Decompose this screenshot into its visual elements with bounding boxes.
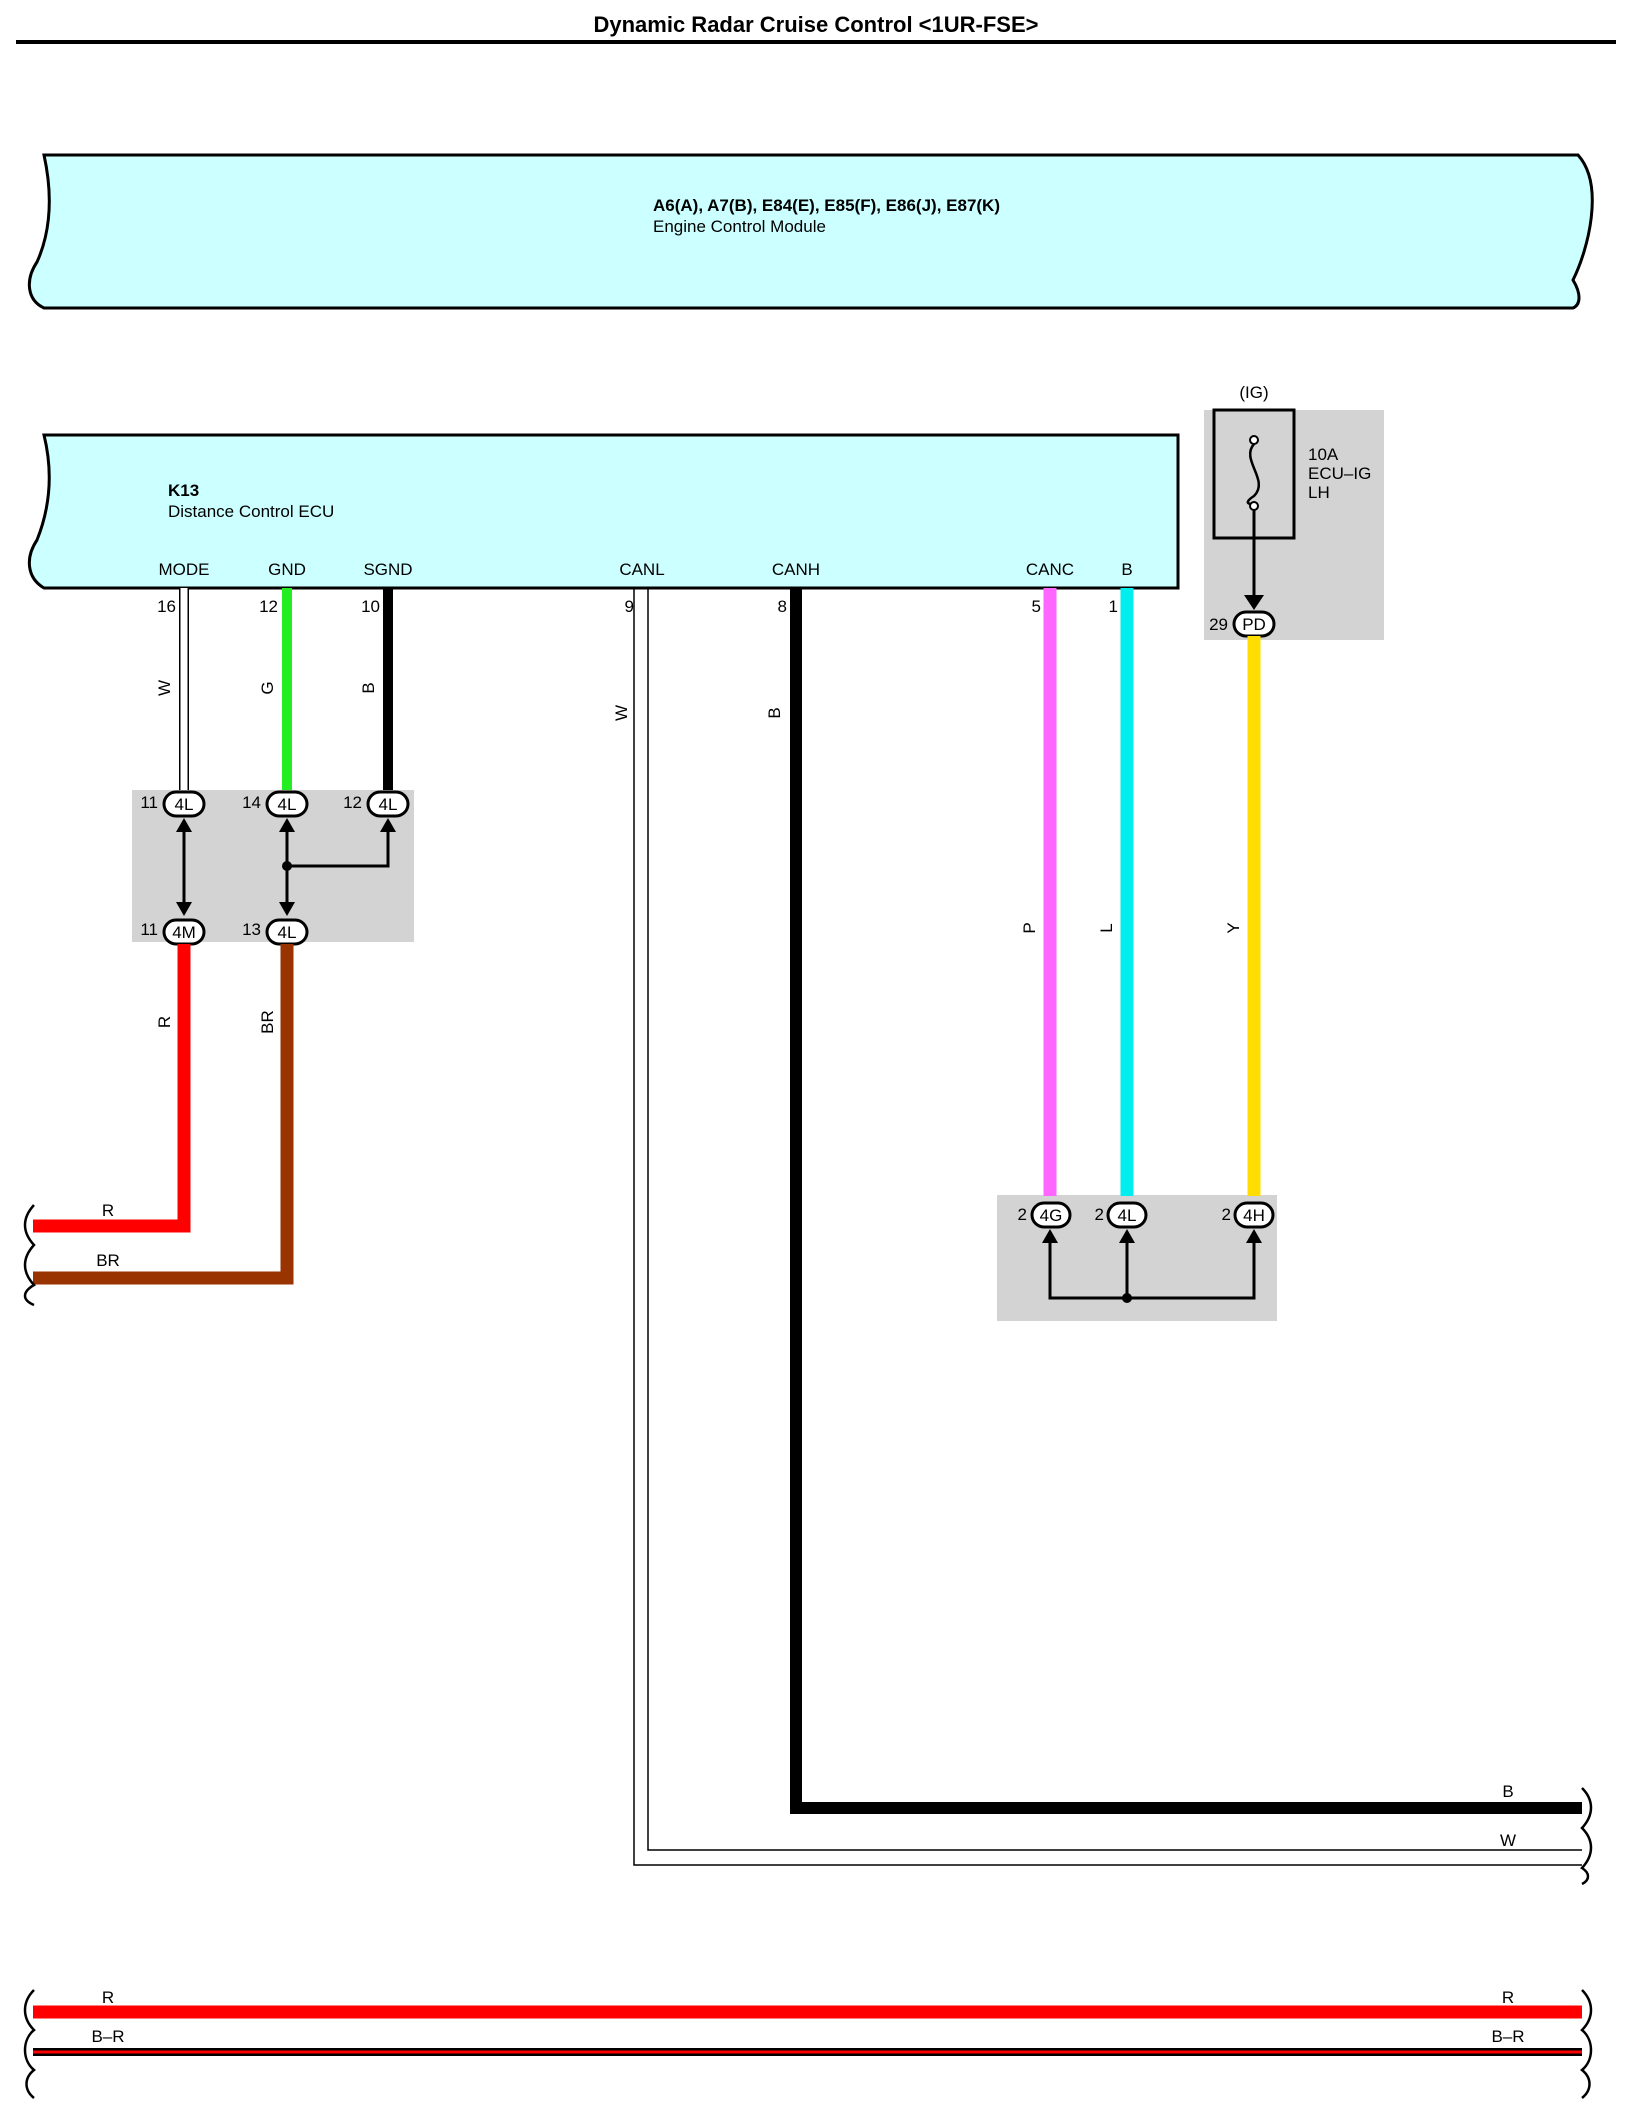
jl-top-pin-1: 11 — [140, 793, 158, 812]
jr-conn-2 — [1106, 1201, 1148, 1229]
wire-canh-color: B — [765, 707, 784, 718]
wire-canh — [790, 588, 1582, 1814]
wire-r-left-color: R — [155, 1016, 174, 1028]
bus-r-label-right: R — [1502, 1988, 1514, 2007]
arrow-down-icon — [279, 902, 295, 916]
right-exit-w-label: W — [1500, 1831, 1516, 1850]
wire-b-color: L — [1097, 923, 1116, 932]
left-exit-r-label: R — [102, 1201, 114, 1220]
arrow-up-icon — [1119, 1229, 1135, 1243]
ecu-module — [27, 433, 1180, 590]
ecm-module — [27, 153, 1594, 310]
jl-top-pin-3: 12 — [343, 793, 362, 812]
jr-conn-3-label: 4H — [1243, 1206, 1265, 1225]
fuse-arrow-icon — [1244, 595, 1264, 610]
pin-1: 1 — [1109, 597, 1118, 616]
bus-br-label-left: B–R — [91, 2027, 124, 2046]
arrow-up-icon — [380, 818, 396, 832]
pin-16: 16 — [157, 597, 176, 616]
connector-pd-label: PD — [1242, 615, 1266, 634]
fuse-name-1: ECU–IG — [1308, 464, 1371, 483]
fuse-pin: 29 — [1209, 615, 1228, 634]
jr-pin-2: 2 — [1095, 1205, 1104, 1224]
arrow-up-icon — [176, 818, 192, 832]
splice-point — [1122, 1293, 1132, 1303]
jl-top-conn-3-label: 4L — [379, 795, 398, 814]
break-mark-icon — [1580, 1787, 1593, 1886]
bus-br-label-right: B–R — [1491, 2027, 1524, 2046]
arrow-down-icon — [176, 902, 192, 916]
wire-r-left — [33, 944, 191, 1233]
pin-12: 12 — [259, 597, 278, 616]
terminal-mode-label: MODE — [159, 560, 210, 579]
jr-conn-1-label: 4G — [1040, 1206, 1063, 1225]
wire-br-left-color: BR — [258, 1010, 277, 1034]
terminal-gnd-label: GND — [268, 560, 306, 579]
fuse-terminal-top — [1249, 435, 1259, 445]
wire-canl-inner — [647, 588, 1582, 1851]
break-mark-icon — [23, 1204, 36, 1307]
jl-top-conn-1 — [162, 790, 206, 818]
jl-bottom-pin-1: 11 — [140, 920, 158, 939]
jr-conn-1 — [1030, 1201, 1072, 1229]
wire-gnd-color: G — [258, 681, 277, 694]
terminal-b-label: B — [1121, 560, 1132, 579]
jl-bottom-conn-1-label: 4M — [172, 923, 196, 942]
jl-link-sgnd — [287, 826, 390, 868]
pin-10: 10 — [361, 597, 380, 616]
fuse-source: (IG) — [1239, 383, 1268, 402]
ecm-name: Engine Control Module — [653, 217, 826, 236]
wire-br-left — [33, 944, 294, 1285]
jr-conn-3 — [1233, 1201, 1275, 1229]
wire-canl-outer — [633, 588, 1582, 1866]
break-mark-icon — [23, 1989, 36, 2099]
jl-bottom-pin-2: 13 — [242, 920, 261, 939]
jr-conn-2-label: 4L — [1118, 1206, 1137, 1225]
terminal-canc-label: CANC — [1026, 560, 1074, 579]
jl-bottom-conn-2-label: 4L — [278, 923, 297, 942]
pin-9: 9 — [625, 597, 634, 616]
arrow-up-icon — [1042, 1229, 1058, 1243]
wire-mode-color: W — [155, 680, 174, 696]
left-exit-br-label: BR — [96, 1251, 120, 1270]
jl-top-conn-2-label: 4L — [278, 795, 297, 814]
fuse-rating: 10A — [1308, 445, 1339, 464]
splice-point — [282, 861, 292, 871]
jr-splice-links — [1048, 1236, 1256, 1300]
jr-pin-1: 2 — [1018, 1205, 1027, 1224]
fuse-terminal-bottom — [1249, 501, 1259, 511]
wire-canl-color: W — [612, 705, 631, 721]
jl-top-conn-3 — [366, 790, 410, 818]
page-title: Dynamic Radar Cruise Control <1UR-FSE> — [593, 12, 1038, 37]
pin-8: 8 — [778, 597, 787, 616]
right-exit-b-label: B — [1502, 1782, 1513, 1801]
ecu-code: K13 — [168, 481, 199, 500]
bus-r-label-left: R — [102, 1988, 114, 2007]
wire-ig-color: Y — [1224, 922, 1243, 933]
arrow-up-icon — [279, 818, 295, 832]
wire-sgnd-color: B — [359, 682, 378, 693]
jr-pin-3: 2 — [1222, 1205, 1231, 1224]
ecm-connectors: A6(A), A7(B), E84(E), E85(F), E86(J), E8… — [653, 196, 1000, 215]
break-mark-icon — [1580, 1989, 1593, 2099]
jl-top-conn-2 — [265, 790, 309, 818]
pin-5: 5 — [1032, 597, 1041, 616]
fuse-name-2: LH — [1308, 483, 1330, 502]
ecu-name: Distance Control ECU — [168, 502, 334, 521]
jl-top-conn-1-label: 4L — [175, 795, 194, 814]
terminal-canh-label: CANH — [772, 560, 820, 579]
wire-canc-color: P — [1020, 922, 1039, 933]
terminal-sgnd-label: SGND — [363, 560, 412, 579]
jl-top-pin-2: 14 — [242, 793, 261, 812]
arrow-up-icon — [1246, 1229, 1262, 1243]
terminal-canl-label: CANL — [619, 560, 664, 579]
